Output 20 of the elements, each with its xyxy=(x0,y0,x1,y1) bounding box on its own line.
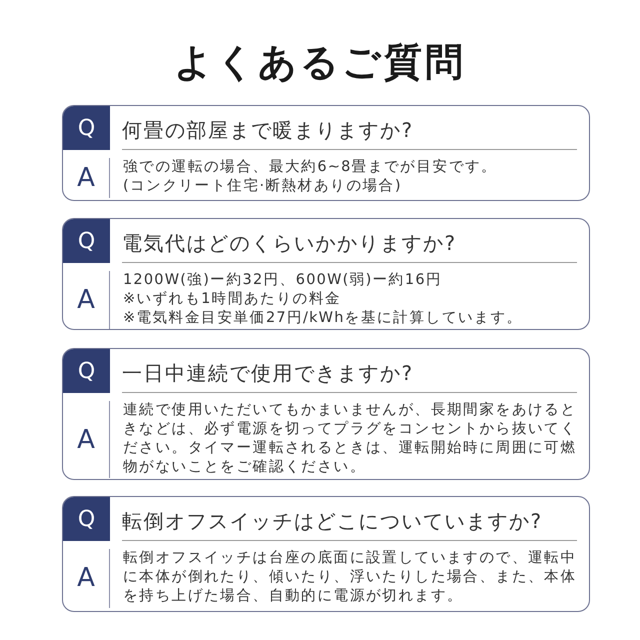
question-text: 何畳の部屋まで暖まりますか? xyxy=(122,106,577,150)
answer-text: ※いずれも1時間あたりの料金 xyxy=(123,290,342,309)
question-marker: Q xyxy=(63,106,110,150)
answer-text: 1200W(強)ー約32円、600W(弱)ー約16円 xyxy=(123,271,443,290)
question-marker: Q xyxy=(63,349,110,393)
answer-text: ※電気料金目安単価27円/kWhを基に計算しています。 xyxy=(123,308,524,328)
answer-text: 連続で使用いただいてもかまいませんが、長期間家をあけるときなどは、必ず電源を切ってプラグをコンセントから抜いてください。タイマー運転されるときは、運転開始時に周囲に可燃物がないことをご確認ください。 xyxy=(123,401,578,476)
answer-text: 転倒オフスイッチは台座の底面に設置していますので、運転中に本体が倒れたり、傾いたり、浮いたりした場合、また、本体を持ち上げた場合、自動的に電源が切れます。 xyxy=(123,549,578,606)
question-text: 一日中連続で使用できますか? xyxy=(122,349,577,393)
question-marker: Q xyxy=(63,497,110,541)
faq-card xyxy=(62,348,590,480)
question-text: 電気代はどのくらいかかりますか? xyxy=(122,219,577,263)
question-text: 転倒オフスイッチはどこについていますか? xyxy=(122,497,577,541)
page-title: よくあるご質問 xyxy=(173,42,467,84)
answer-text: 強での運転の場合、最大約6~8畳までが目安です。 xyxy=(123,158,498,177)
faq-card xyxy=(62,105,590,201)
faq-card xyxy=(62,496,590,612)
answer-text: (コンクリート住宅·断熱材ありの場合) xyxy=(123,176,403,196)
faq-card xyxy=(62,218,590,330)
question-marker: Q xyxy=(63,219,110,263)
